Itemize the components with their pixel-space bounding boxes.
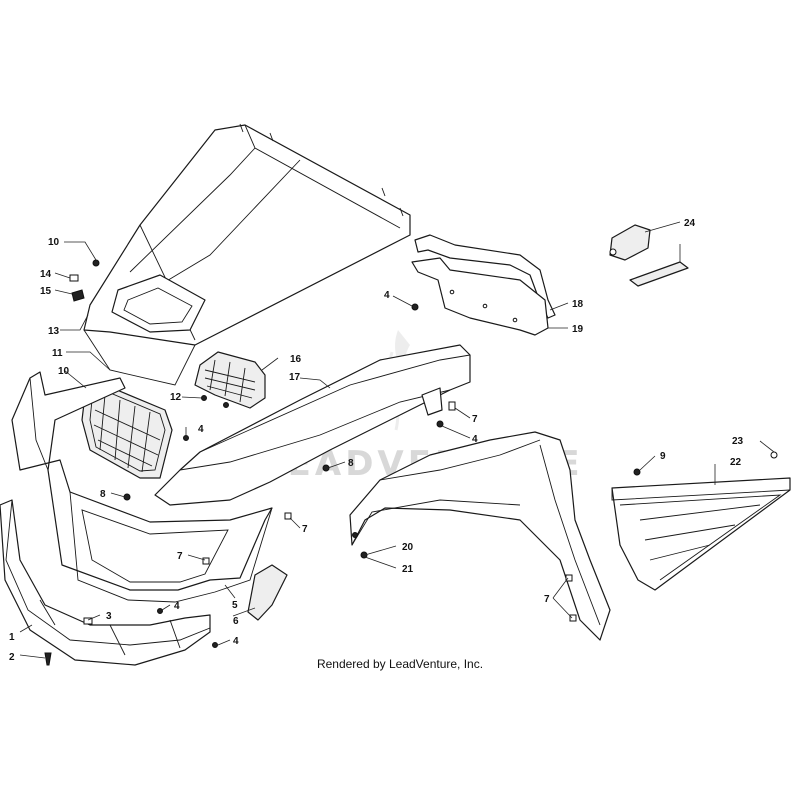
lower-fascia [0, 499, 211, 666]
callout-21: 22 [730, 457, 742, 468]
callout-15: 16 [290, 354, 302, 365]
front-grille [81, 384, 173, 479]
callout-5: 5 [232, 600, 238, 611]
callout-6: 6 [233, 616, 239, 627]
side-panel [247, 564, 288, 621]
callout-4-e: 4 [472, 434, 478, 445]
callout-18: 19 [572, 324, 584, 335]
callout-13: 14 [40, 269, 52, 280]
callout-4-b: 4 [174, 601, 180, 612]
callout-4-c: 4 [233, 636, 239, 647]
callout-17: 18 [572, 299, 584, 310]
callout-19: 20 [402, 542, 414, 553]
callout-10-lower: 12 [170, 392, 182, 403]
headlight-insert [194, 351, 266, 409]
callout-7-d: 7 [544, 594, 550, 605]
rear-fender [349, 431, 611, 641]
front-fender [154, 344, 471, 506]
render-credit: Rendered by LeadVenture, Inc. [316, 657, 484, 671]
callout-4-a: 4 [198, 424, 204, 435]
callout-22: 23 [732, 436, 744, 447]
hood-panel [83, 123, 411, 386]
callout-20: 21 [402, 564, 414, 575]
callout-1: 1 [9, 632, 15, 643]
leader-lines [19, 221, 775, 659]
callout-12: 10 [48, 237, 60, 248]
callout-11: 13 [48, 326, 60, 337]
callout-23: 24 [684, 218, 696, 229]
callout-7-c: 7 [472, 414, 478, 425]
callout-9: 10 [58, 366, 70, 377]
callout-8-b: 8 [348, 458, 354, 469]
callout-8-c: 9 [660, 451, 666, 462]
callout-10-upper: 11 [52, 348, 63, 359]
callout-3: 3 [106, 611, 112, 622]
fasteners [44, 259, 778, 666]
callout-7-b: 7 [177, 551, 183, 562]
callout-8-a: 8 [100, 489, 106, 500]
callout-7-a: 7 [302, 524, 308, 535]
bracket-assembly [411, 234, 556, 336]
callout-14: 15 [40, 286, 52, 297]
storage-side-panel [611, 477, 791, 591]
callout-labels: 10 14 15 13 11 10 12 4 8 7 7 5 6 4 4 3 1… [9, 218, 744, 663]
decal-strip [629, 261, 689, 287]
light-unit [609, 224, 651, 261]
callout-4-d: 4 [384, 290, 390, 301]
callout-2: 2 [9, 652, 15, 663]
front-bumper [11, 371, 273, 603]
callout-16: 17 [289, 372, 301, 383]
